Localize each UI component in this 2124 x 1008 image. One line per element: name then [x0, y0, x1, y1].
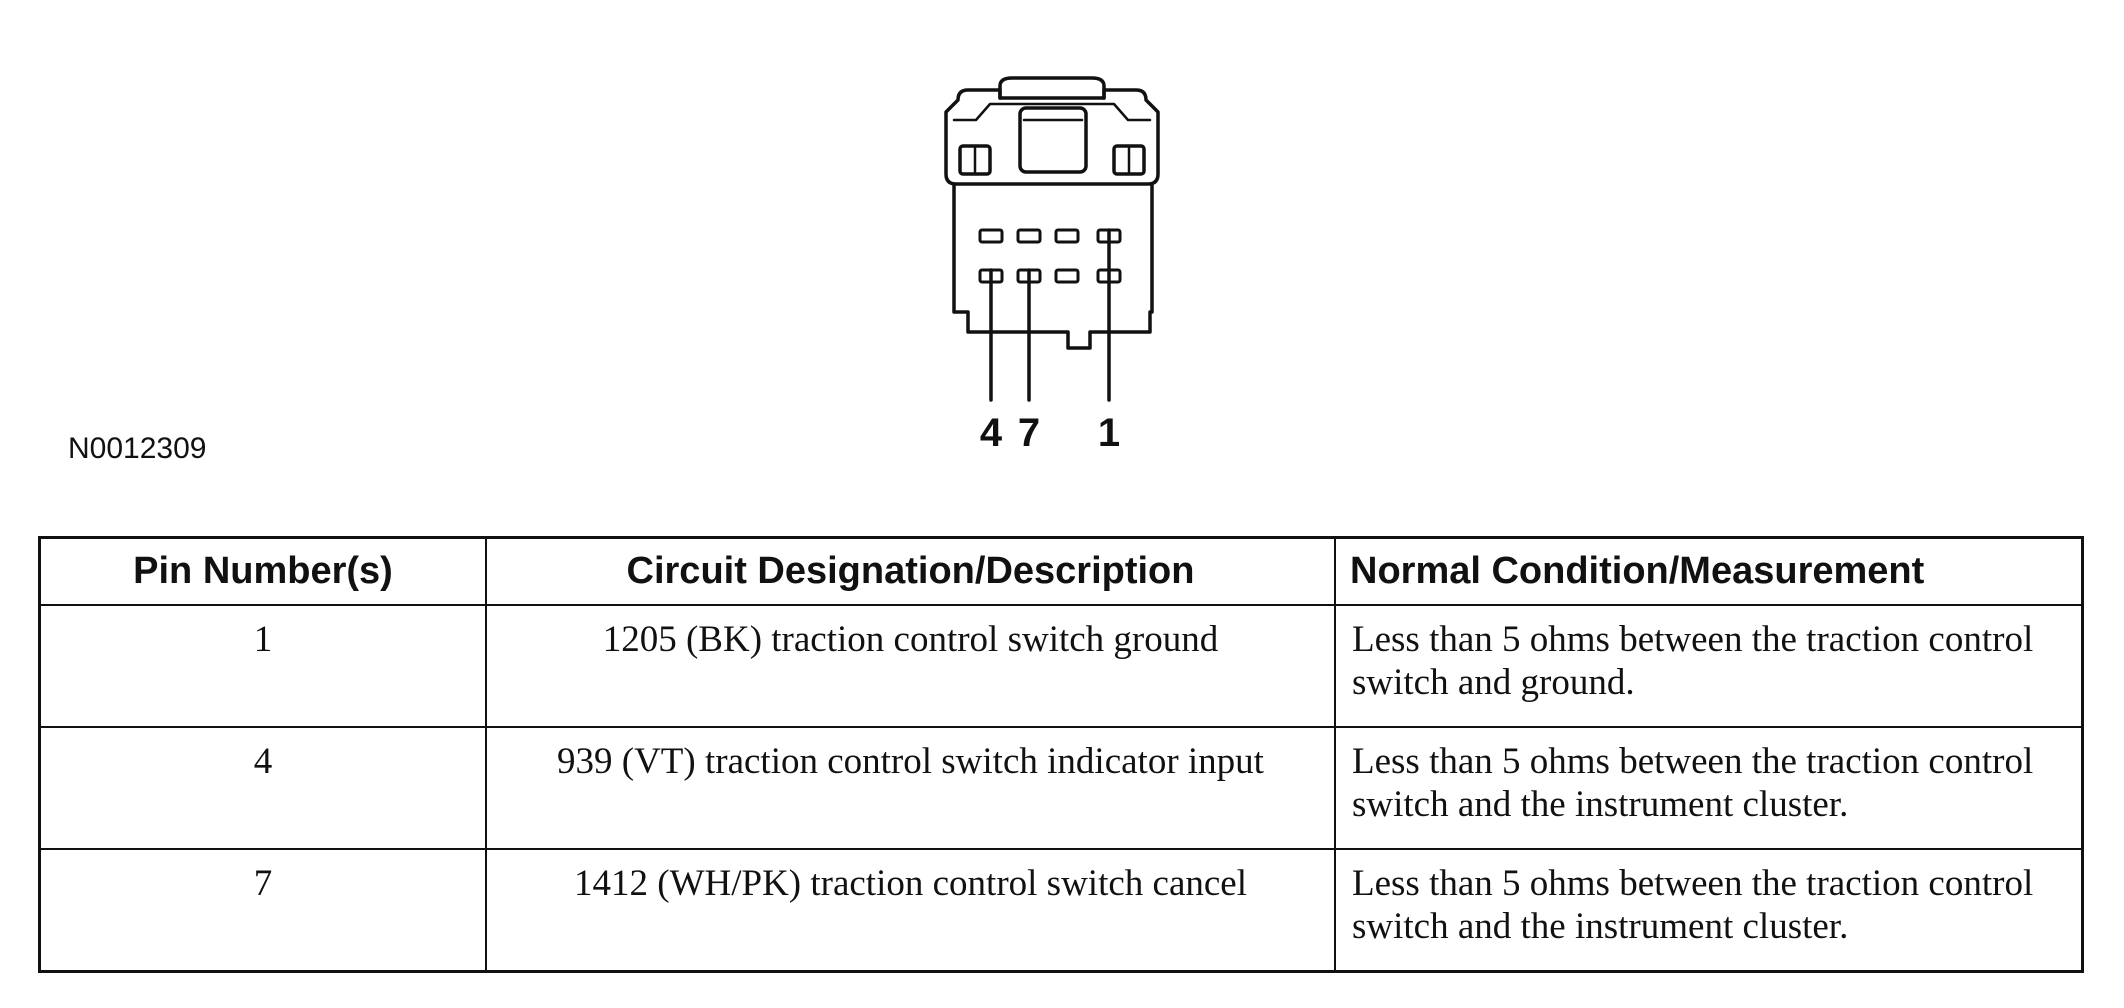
pin-row-top	[978, 228, 1122, 244]
cell-condition: Less than 5 ohms between the traction co…	[1334, 604, 2084, 728]
table-row: 7 1412 (WH/PK) traction control switch c…	[38, 848, 2084, 973]
cell-pin: 4	[38, 726, 487, 850]
header-pin-numbers: Pin Number(s)	[38, 536, 487, 606]
connector-body	[952, 182, 1154, 350]
cell-condition: Less than 5 ohms between the traction co…	[1334, 726, 2084, 850]
cell-pin: 7	[38, 848, 487, 973]
pin-callout-leads	[989, 228, 1111, 402]
connector-head	[944, 88, 1160, 186]
cell-pin: 1	[38, 604, 487, 728]
header-normal-condition: Normal Condition/Measurement	[1334, 536, 2084, 606]
header-circuit-designation: Circuit Designation/Description	[485, 536, 1336, 606]
connector-drawing	[944, 76, 1160, 402]
figure-reference-id: N0012309	[68, 432, 206, 465]
connector-latch	[998, 76, 1106, 100]
pin-row-bottom	[978, 268, 1122, 284]
table-row: 1 1205 (BK) traction control switch grou…	[38, 604, 2084, 728]
cell-circuit: 939 (VT) traction control switch indicat…	[485, 726, 1336, 850]
pin-circuit-table: Pin Number(s) Circuit Designation/Descri…	[38, 536, 2084, 973]
table-row: 4 939 (VT) traction control switch indic…	[38, 726, 2084, 850]
connector-key	[1018, 106, 1088, 174]
cell-circuit: 1412 (WH/PK) traction control switch can…	[485, 848, 1336, 973]
pin-callout-4: 4	[980, 411, 1003, 455]
cell-condition: Less than 5 ohms between the traction co…	[1334, 848, 2084, 973]
pin-callout-1: 1	[1098, 411, 1120, 455]
cell-circuit: 1205 (BK) traction control switch ground	[485, 604, 1336, 728]
table-header-row: Pin Number(s) Circuit Designation/Descri…	[38, 536, 2084, 606]
pin-callout-7: 7	[1018, 411, 1040, 455]
connector-head-inner	[952, 102, 1152, 122]
connector-figure: 4 7 1 N0012309	[68, 76, 1160, 465]
